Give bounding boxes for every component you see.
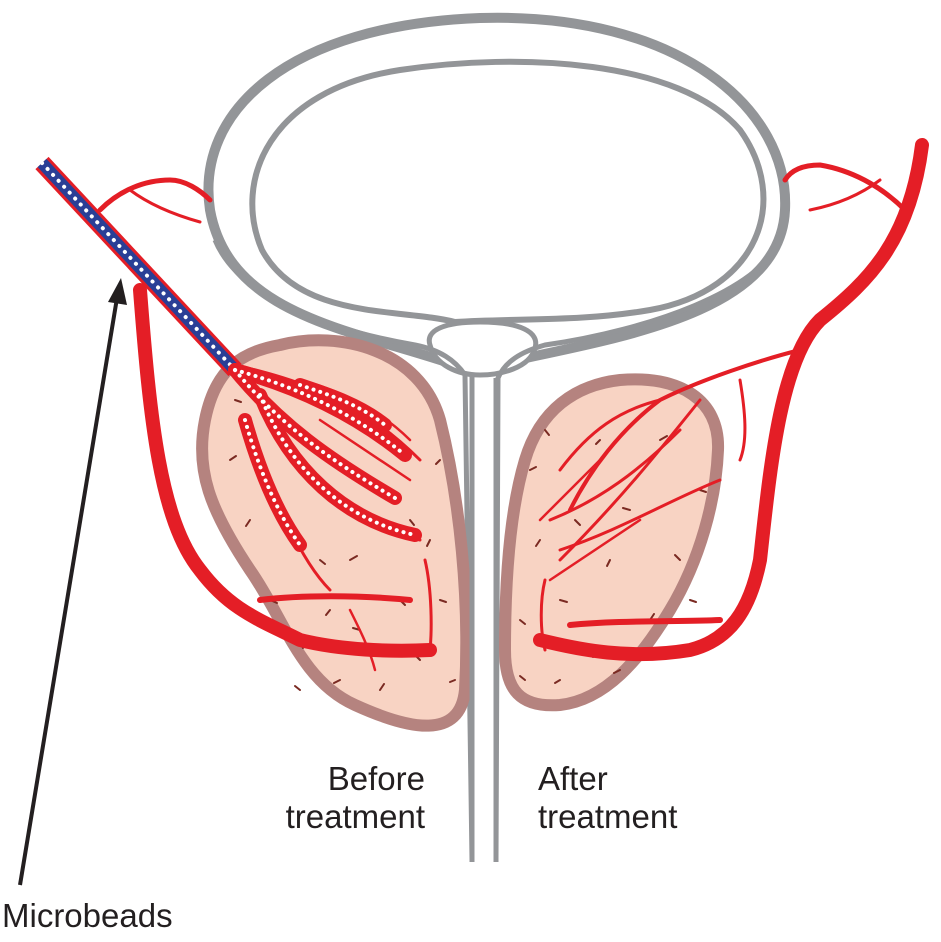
microbeads-label: Microbeads bbox=[2, 897, 173, 935]
microbeads-text: Microbeads bbox=[2, 897, 173, 935]
bladder-neck bbox=[429, 322, 536, 375]
after-line2: treatment bbox=[538, 798, 708, 836]
before-treatment-label: Before treatment bbox=[255, 760, 425, 836]
bladder-outer-wall bbox=[208, 18, 785, 370]
arrow-pointer-icon bbox=[20, 278, 127, 885]
bladder-inner-wall bbox=[252, 62, 763, 322]
before-line1: Before bbox=[255, 760, 425, 798]
after-line1: After bbox=[538, 760, 708, 798]
after-treatment-label: After treatment bbox=[538, 760, 708, 836]
before-line2: treatment bbox=[255, 798, 425, 836]
